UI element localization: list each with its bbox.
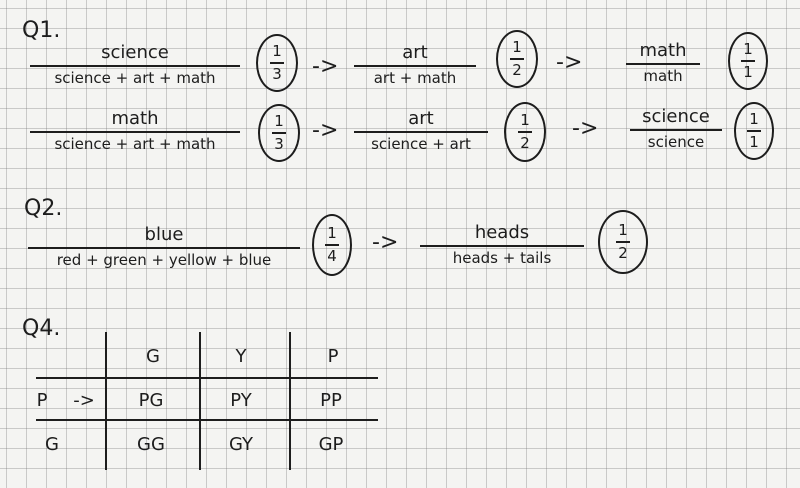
q4-label: Q4.	[22, 316, 61, 341]
denominator: art + math	[373, 69, 457, 87]
numerator: math	[639, 40, 687, 61]
answer-bar	[616, 241, 630, 243]
answer-bar	[518, 131, 532, 133]
answer-bar	[747, 130, 761, 132]
fraction-bar	[354, 65, 476, 67]
answer-numerator: 1	[272, 42, 282, 60]
denominator: science + art + math	[54, 135, 216, 153]
fraction-bar	[626, 63, 700, 65]
answer-numerator: 1	[327, 224, 337, 242]
numerator: art	[408, 108, 434, 129]
answer-bar	[741, 60, 755, 62]
q1-r1-answer-circle-3: 1 1	[728, 32, 768, 90]
q2-arrow-1: ->	[372, 230, 399, 255]
q1-r1-answer-circle-1: 1 3	[256, 34, 298, 92]
fraction-bar	[28, 247, 300, 249]
q4-cell-r1-c2: PY	[230, 390, 252, 411]
q1-r2-answer-circle-3: 1 1	[734, 102, 774, 160]
q1-r2-fraction-2: art science + art	[354, 110, 488, 152]
answer-denominator: 3	[274, 135, 284, 153]
denominator: science	[647, 133, 705, 151]
answer-bar	[510, 58, 524, 60]
q4-cell-r2-c2: GY	[228, 434, 254, 455]
q1-r1-arrow-1: ->	[312, 54, 339, 79]
answer-denominator: 4	[327, 247, 337, 265]
answer-denominator: 2	[618, 244, 628, 262]
q1-r1-fraction-3: math math	[626, 42, 700, 84]
q2-label: Q2.	[24, 196, 63, 221]
q1-r2-answer-circle-1: 1 3	[258, 104, 300, 162]
q1-r2-fraction-1: math science + art + math	[30, 110, 240, 152]
answer-bar	[325, 244, 339, 246]
q4-row-arrow-1: ->	[73, 390, 95, 411]
numerator: blue	[144, 224, 184, 245]
q4-col-header-1: G	[146, 346, 160, 367]
q4-cell-r2-c3: GP	[318, 434, 344, 455]
q1-r2-answer-circle-2: 1 2	[504, 102, 546, 162]
q2-fraction-1: blue red + green + yellow + blue	[28, 226, 300, 268]
answer-numerator: 1	[618, 221, 628, 239]
answer-numerator: 1	[512, 38, 522, 56]
numerator: math	[111, 108, 159, 129]
q4-row-header-1: P	[36, 390, 48, 411]
q1-r1-arrow-2: ->	[556, 50, 583, 75]
denominator: science + art	[371, 135, 471, 153]
fraction-bar	[30, 131, 240, 133]
q2-answer-circle-2: 1 2	[598, 210, 648, 274]
numerator: art	[402, 42, 428, 63]
denominator: heads + tails	[452, 249, 552, 267]
answer-denominator: 3	[272, 65, 282, 83]
q1-label: Q1.	[22, 18, 61, 43]
q1-r1-fraction-2: art art + math	[354, 44, 476, 86]
denominator: math	[643, 67, 683, 85]
q1-r2-arrow-1: ->	[312, 118, 339, 143]
q4-row-header-2: G	[45, 434, 59, 455]
answer-denominator: 1	[749, 133, 759, 151]
q1-r1-fraction-1: science science + art + math	[30, 44, 240, 86]
denominator: red + green + yellow + blue	[56, 251, 272, 269]
denominator: science + art + math	[54, 69, 216, 87]
answer-denominator: 2	[520, 134, 530, 152]
fraction-bar	[420, 245, 584, 247]
q2-answer-circle-1: 1 4	[312, 214, 352, 276]
fraction-bar	[630, 129, 722, 131]
answer-denominator: 2	[512, 61, 522, 79]
q4-col-header-3: P	[327, 346, 339, 367]
q4-cell-r1-c3: PP	[320, 390, 342, 411]
answer-numerator: 1	[749, 110, 759, 128]
answer-bar	[272, 132, 286, 134]
q1-r2-fraction-3: science science	[630, 108, 722, 150]
numerator: heads	[474, 222, 530, 243]
q4-cell-r2-c1: GG	[137, 434, 165, 455]
fraction-bar	[30, 65, 240, 67]
numerator: science	[101, 42, 169, 63]
q4-col-header-2: Y	[235, 346, 247, 367]
q1-r1-answer-circle-2: 1 2	[496, 30, 538, 88]
answer-numerator: 1	[520, 111, 530, 129]
q2-fraction-2: heads heads + tails	[420, 224, 584, 266]
q4-cell-r1-c1: PG	[138, 390, 164, 411]
numerator: science	[642, 106, 710, 127]
answer-denominator: 1	[743, 63, 753, 81]
answer-numerator: 1	[274, 112, 284, 130]
q1-r2-arrow-2: ->	[572, 116, 599, 141]
answer-numerator: 1	[743, 40, 753, 58]
fraction-bar	[354, 131, 488, 133]
answer-bar	[270, 62, 284, 64]
